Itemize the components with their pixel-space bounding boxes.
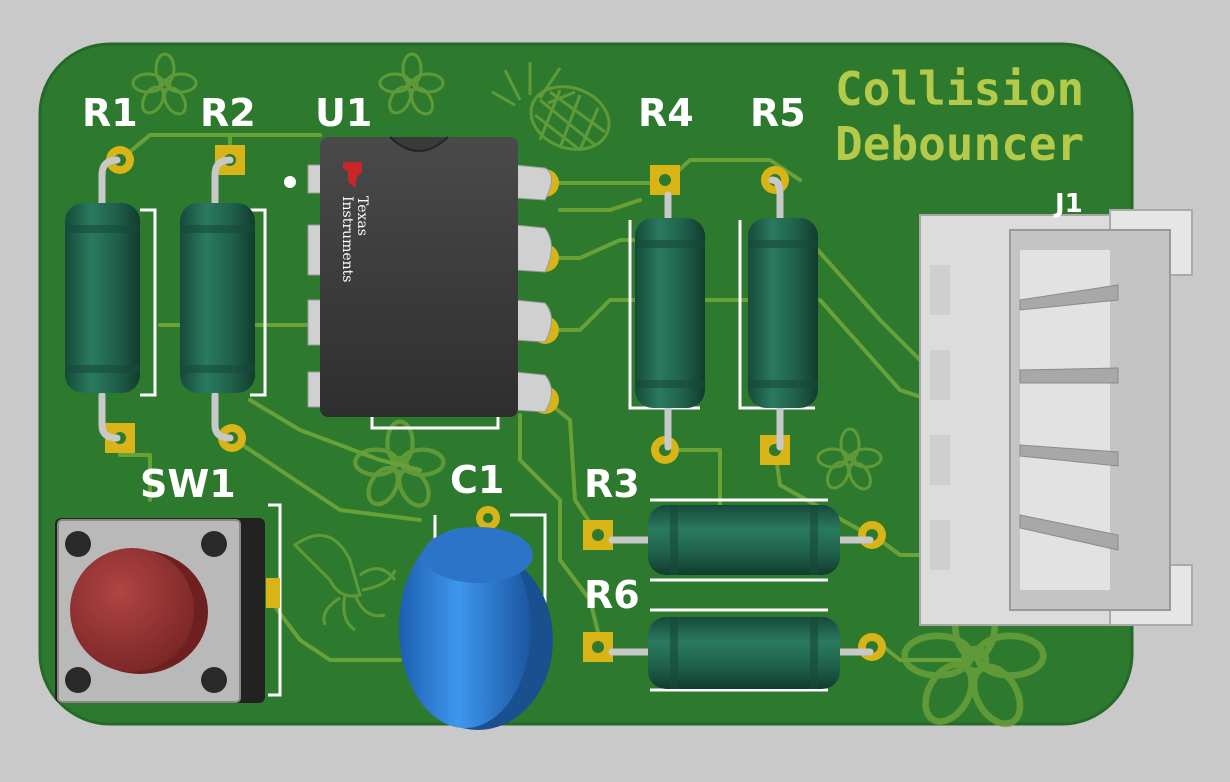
squid-decoration-icon [292, 534, 397, 632]
label-r6: R6 [584, 573, 640, 617]
texas-instruments-logo-icon: Texas Instruments [339, 162, 370, 282]
board-title-line1: Collision [835, 62, 1084, 116]
ic-logo-line1: Texas [354, 196, 370, 236]
pcb-board [40, 44, 1132, 724]
resistor-r1 [65, 203, 140, 393]
pin1-marker [284, 176, 296, 188]
label-r5: R5 [750, 91, 806, 135]
label-sw1: SW1 [140, 462, 236, 506]
resistor-r2 [180, 203, 255, 393]
ic-u1: Texas Instruments [284, 136, 552, 417]
label-c1: C1 [450, 458, 504, 502]
capacitor-c1 [399, 527, 553, 730]
label-r2: R2 [200, 91, 256, 135]
button-cap[interactable] [70, 548, 194, 672]
switch-sw1[interactable] [55, 518, 265, 703]
ic-logo-line2: Instruments [339, 196, 355, 282]
resistor-r4 [635, 218, 705, 408]
resistor-r6 [648, 617, 840, 689]
board-title-line2: Debouncer [835, 117, 1084, 171]
label-r1: R1 [82, 91, 138, 135]
resistor-r5 [748, 218, 818, 408]
label-j1: J1 [1053, 189, 1083, 219]
flower-decoration-icon [131, 52, 1047, 727]
resistor-leads [98, 156, 874, 656]
pineapple-decoration-icon [491, 62, 611, 152]
resistor-r3 [648, 505, 840, 575]
label-r4: R4 [638, 91, 694, 135]
label-r3: R3 [584, 462, 640, 506]
label-u1: U1 [315, 91, 372, 135]
connector-j1 [919, 209, 1193, 626]
